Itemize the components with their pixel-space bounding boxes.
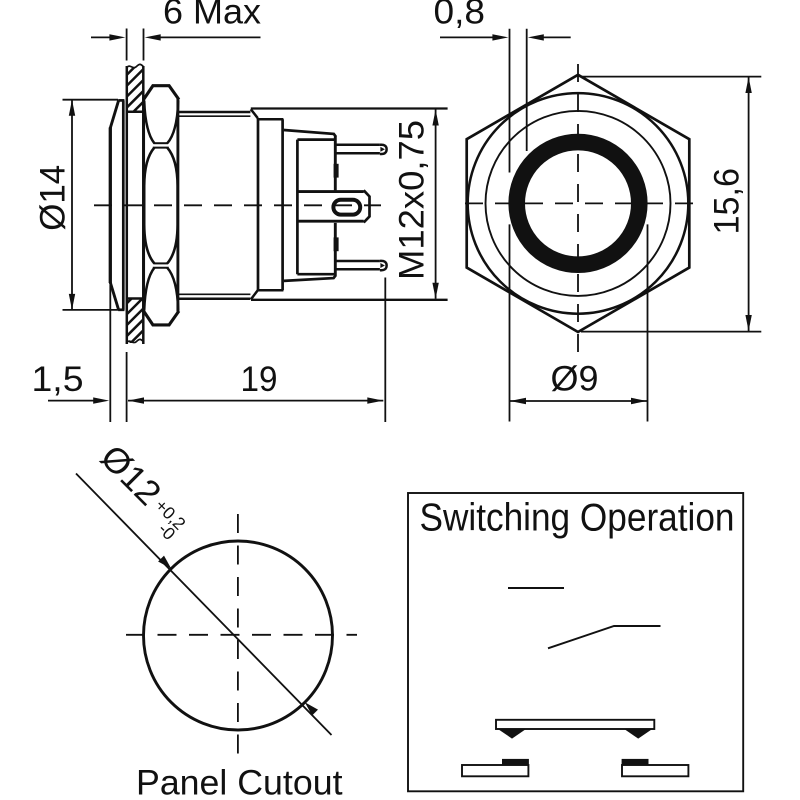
svg-text:0,8: 0,8 (434, 0, 486, 32)
svg-text:19: 19 (241, 360, 278, 399)
svg-text:1,5: 1,5 (32, 360, 84, 399)
svg-text:Switching Operation: Switching Operation (420, 497, 735, 540)
svg-text:15,6: 15,6 (708, 168, 747, 235)
svg-text:Ø9: Ø9 (551, 360, 599, 399)
svg-text:6 Max: 6 Max (163, 0, 262, 32)
svg-text:Panel Cutout: Panel Cutout (136, 764, 343, 800)
svg-text:M12x0,75: M12x0,75 (393, 120, 432, 280)
svg-text:Ø14: Ø14 (34, 165, 73, 231)
